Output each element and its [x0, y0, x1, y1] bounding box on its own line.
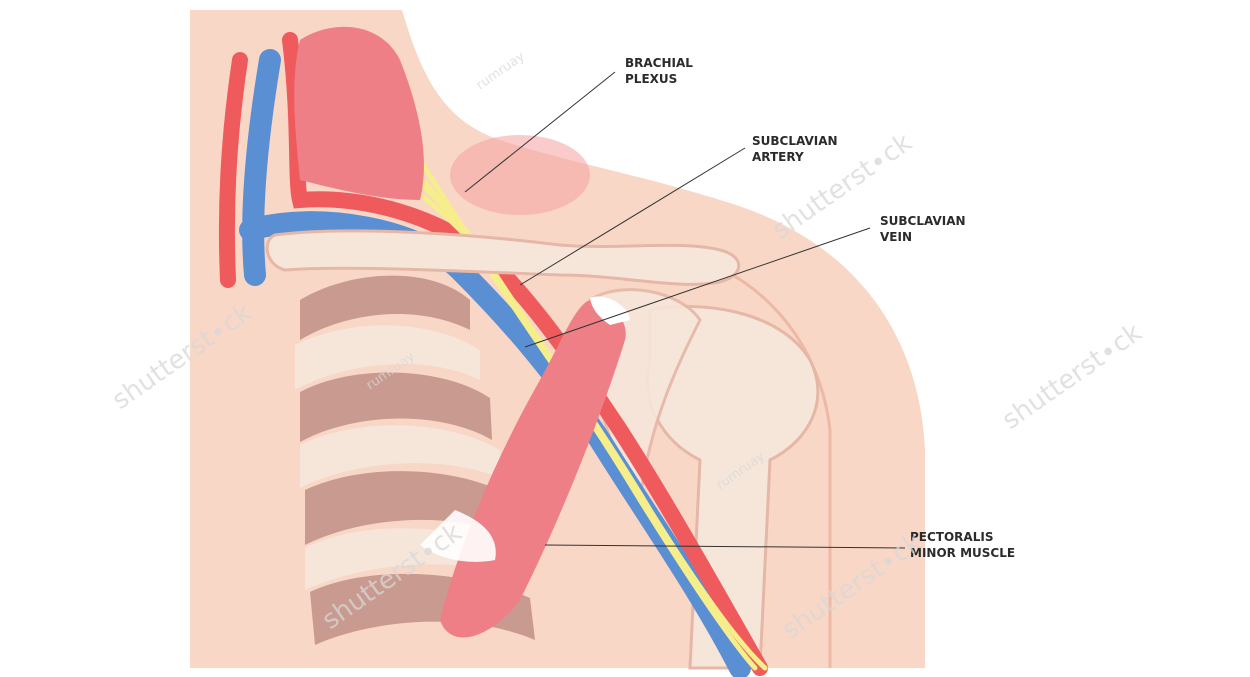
rib: [295, 325, 480, 390]
leader-line-subclavian-vein: [524, 227, 871, 348]
muscle-rib-attachment: [420, 510, 496, 562]
scalene-muscle: [294, 26, 424, 200]
watermark-author: rumruay: [474, 49, 528, 93]
label-line: BRACHIAL: [625, 56, 693, 70]
label-line: SUBCLAVIAN: [880, 214, 966, 228]
leader-line-brachial-plexus: [464, 71, 616, 193]
rib: [305, 471, 515, 545]
inflammation-glow: [450, 135, 590, 215]
leader-line-subclavian-artery: [519, 147, 746, 286]
pectoralis-tendon: [590, 296, 630, 325]
label-line: PLEXUS: [625, 72, 677, 86]
rib: [300, 372, 492, 442]
label-subclavian-vein: SUBCLAVIAN VEIN: [880, 214, 970, 244]
label-pectoralis-minor: PECTORALIS MINOR MUSCLE: [910, 530, 1015, 560]
watermark-brand: shutterst∙ck: [997, 318, 1148, 436]
label-subclavian-artery: SUBCLAVIAN ARTERY: [752, 134, 842, 164]
label-line: SUBCLAVIAN: [752, 134, 838, 148]
rib: [300, 275, 470, 340]
artery-upper: [218, 52, 248, 288]
label-line: PECTORALIS: [910, 530, 993, 544]
label-line: MINOR MUSCLE: [910, 546, 1015, 560]
leader-lines: [464, 71, 906, 549]
clavicle: [265, 229, 741, 286]
label-line: ARTERY: [752, 150, 804, 164]
rib: [300, 425, 505, 488]
label-line: VEIN: [880, 230, 912, 244]
leader-line-pectoralis-minor: [544, 544, 906, 549]
label-brachial-plexus: BRACHIAL PLEXUS: [625, 56, 697, 86]
